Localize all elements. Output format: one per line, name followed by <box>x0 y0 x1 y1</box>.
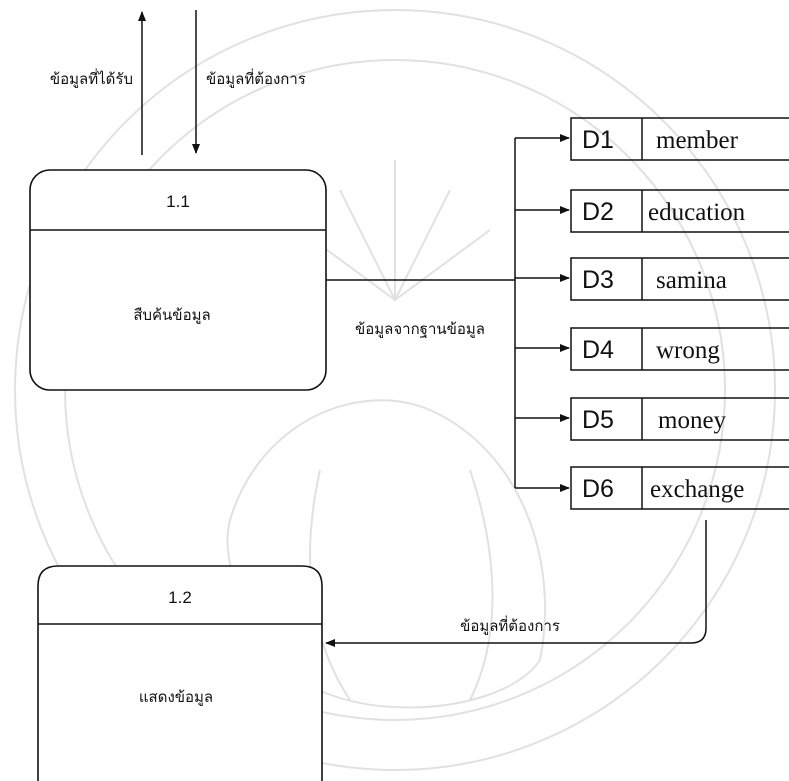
return-flow-line <box>325 520 707 647</box>
data-store-id: D3 <box>582 266 614 294</box>
process-1-1: 1.1 สืบค้นข้อมูล <box>29 169 327 391</box>
process-1-2-name: แสดงข้อมูล <box>139 688 213 706</box>
received-flow-label: ข้อมูลที่ได้รับ <box>50 68 133 88</box>
data-store-name: wrong <box>656 337 720 364</box>
data-store-d6: D6 exchange <box>570 466 789 510</box>
data-store-d5: D5 money <box>570 397 789 441</box>
data-store-d3: D3 samina <box>570 257 789 301</box>
data-store-id: D6 <box>582 475 614 503</box>
db-flow-label: ข้อมูลจากฐานข้อมูล <box>355 320 485 338</box>
wanted-flow-label: ข้อมูลที่ต้องการ <box>206 68 306 88</box>
data-store-name: samina <box>656 267 727 294</box>
data-store-name: education <box>648 199 746 226</box>
watermark-seal <box>14 9 776 771</box>
process-1-1-number: 1.1 <box>166 192 190 211</box>
return-flow-label: ข้อมูลที่ต้องการ <box>460 615 560 635</box>
data-store-id: D2 <box>582 198 614 226</box>
data-store-d4: D4 wrong <box>570 327 789 371</box>
data-store-name: money <box>658 407 727 434</box>
process-1-1-name: สืบค้นข้อมูล <box>133 306 210 324</box>
data-store-id: D1 <box>582 126 614 154</box>
data-store-id: D5 <box>582 406 614 434</box>
process-1-2: 1.2 แสดงข้อมูล <box>37 565 323 781</box>
data-store-d2: D2 education <box>570 189 789 233</box>
data-store-d1: D1 member <box>570 117 789 161</box>
process-1-2-number: 1.2 <box>168 588 192 607</box>
data-store-id: D4 <box>582 336 614 364</box>
data-store-name: exchange <box>650 476 744 503</box>
data-store-name: member <box>656 127 739 154</box>
